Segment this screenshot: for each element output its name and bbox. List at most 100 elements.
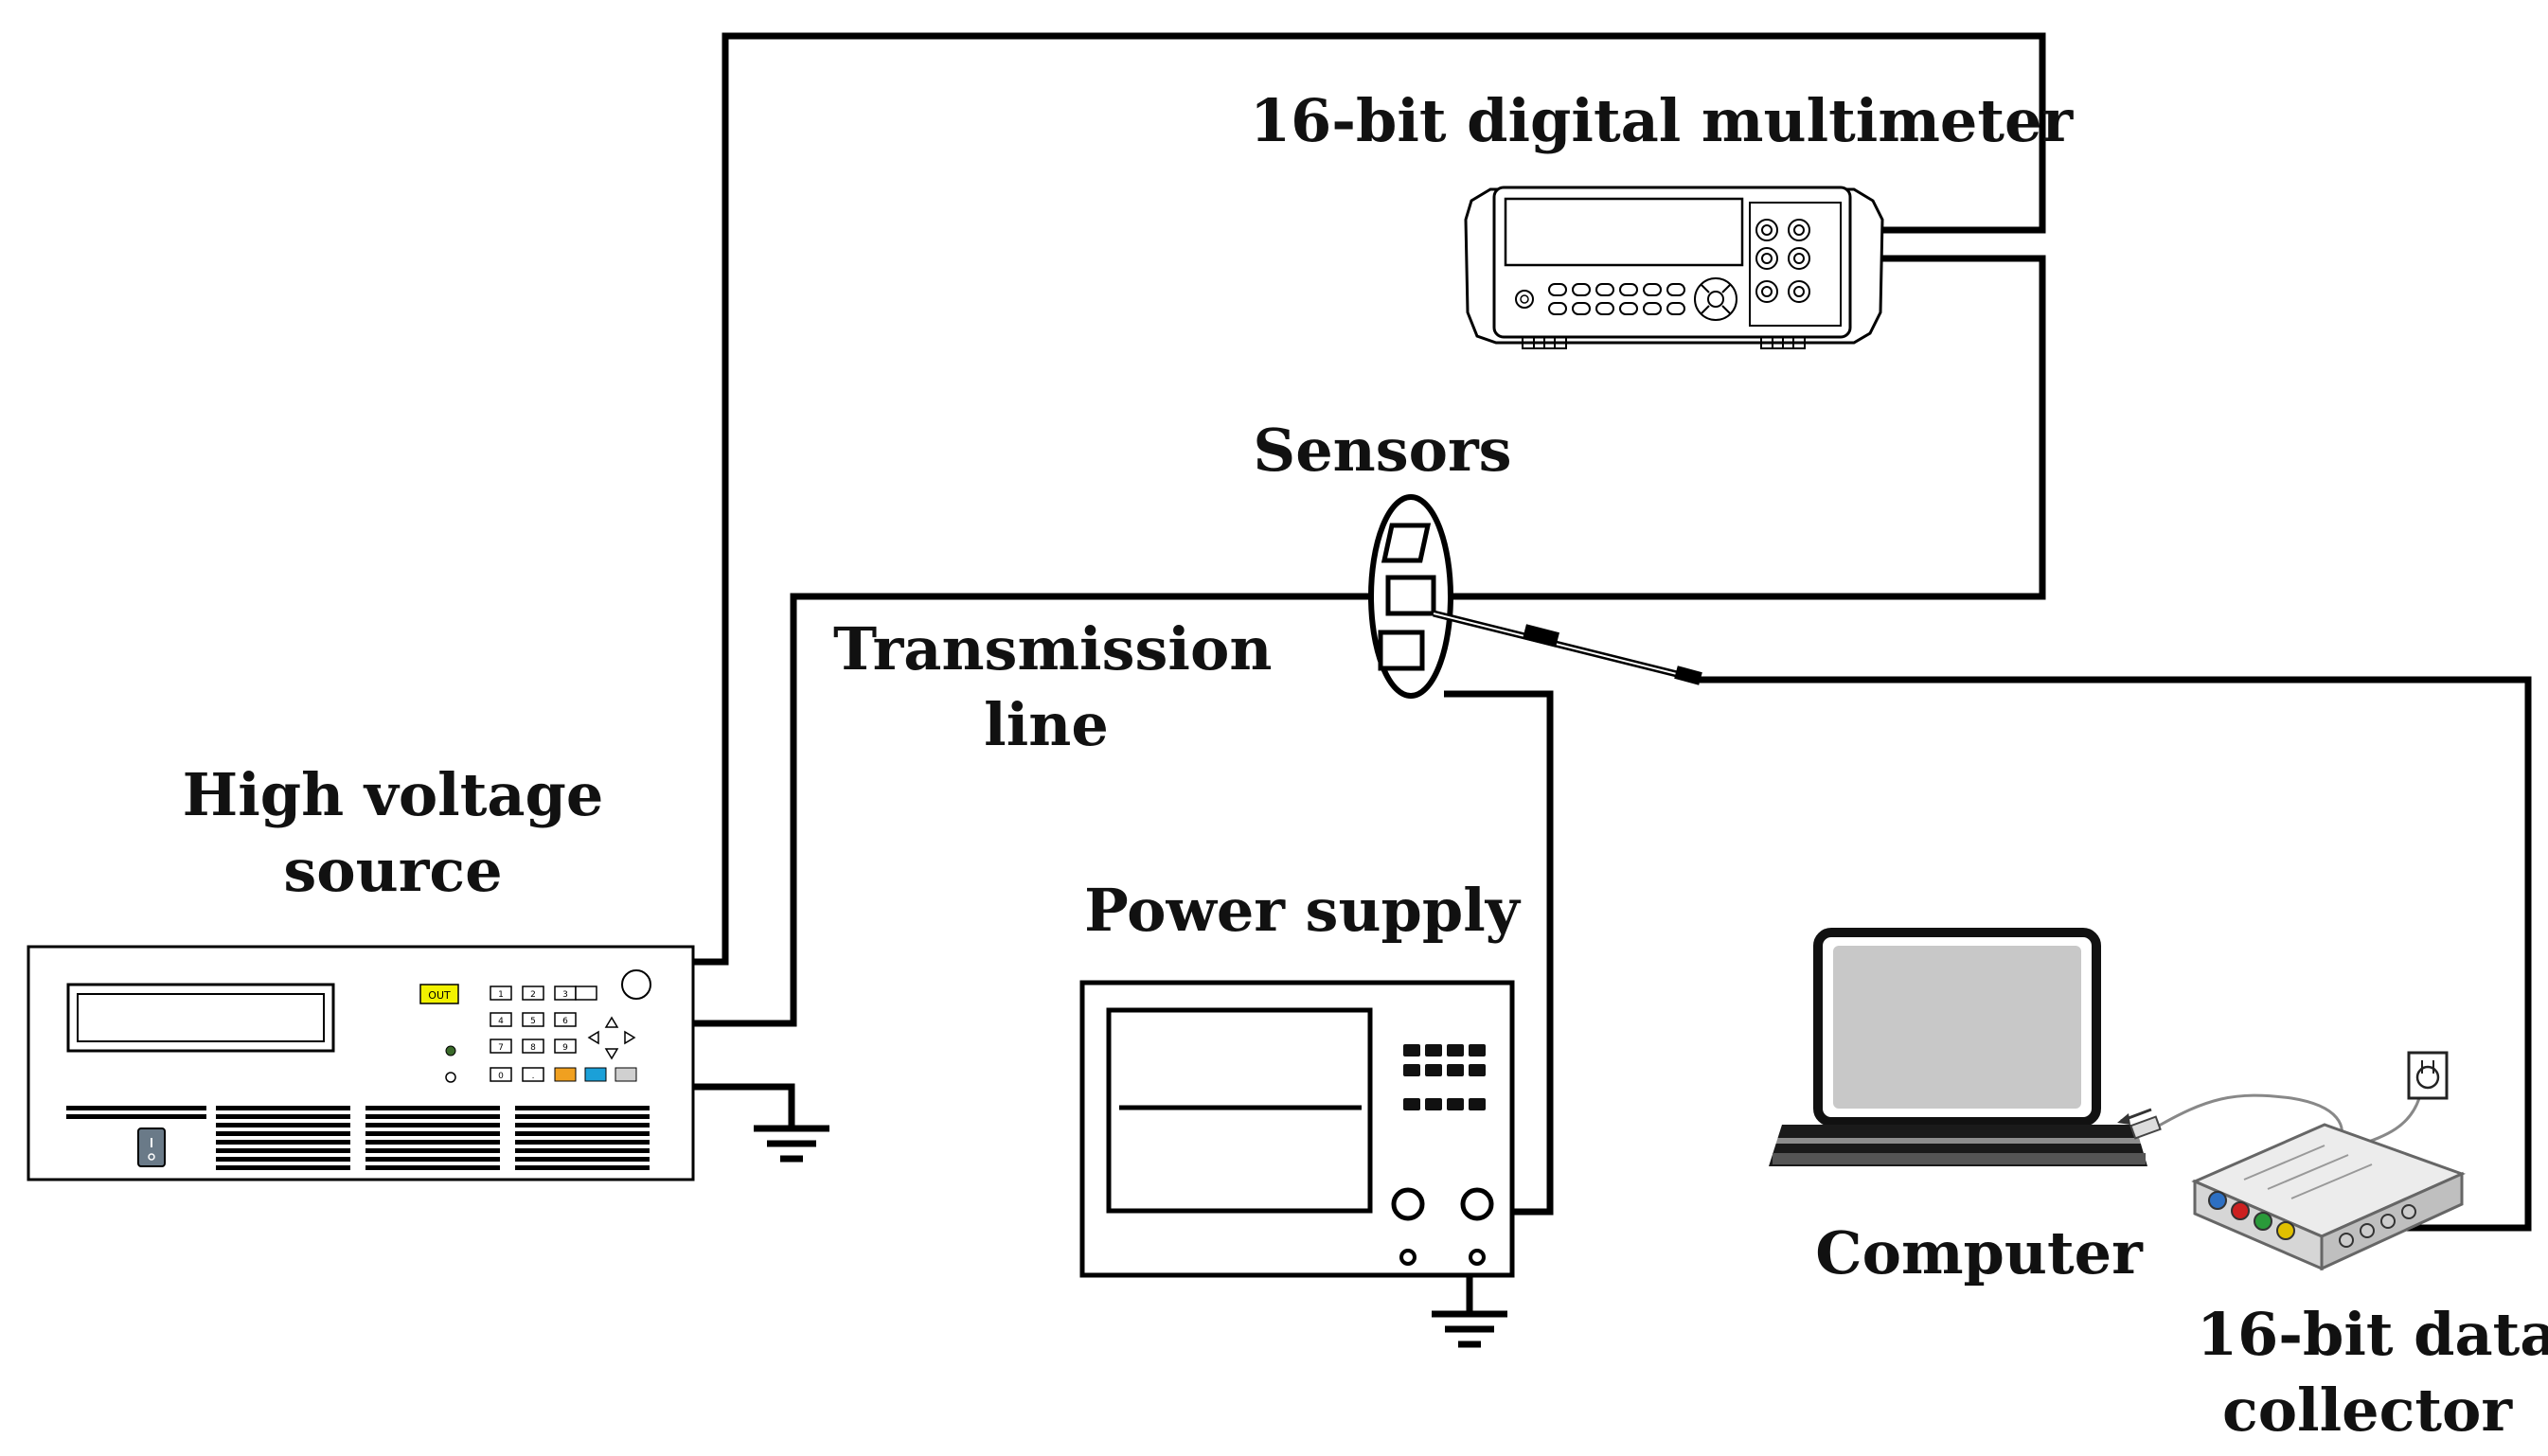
hv-vent-slot (515, 1157, 650, 1162)
power-socket (2407, 1051, 2449, 1100)
power-supply-button (1469, 1064, 1486, 1076)
hv-vent-slot (365, 1106, 500, 1110)
label-sensors-text: Sensors (1253, 416, 1512, 485)
label-power-supply: Power supply (1060, 873, 1543, 949)
label-multimeter-text: 16-bit digital multimeter (1250, 86, 2074, 155)
multimeter-button (1619, 302, 1638, 315)
hv-vent-slot (216, 1157, 350, 1162)
hv-out-label: OUT (428, 989, 451, 1002)
laptop-computer (1769, 928, 2147, 1166)
hv-vent-slot (515, 1148, 650, 1153)
power-supply-terminal-right (1460, 1187, 1494, 1221)
label-transmission-line-1: Transmission (833, 614, 1273, 684)
multimeter-button (1666, 302, 1685, 315)
power-supply-button (1447, 1064, 1464, 1076)
hv-vent-slot (515, 1165, 650, 1170)
power-supply (1079, 980, 1515, 1278)
multimeter-button (1572, 283, 1591, 296)
wire-hv-to-multimeter (693, 32, 2046, 966)
hv-key-label: 7 (498, 1043, 504, 1053)
hv-key: . (522, 1067, 544, 1082)
power-supply-buttons (1403, 1044, 1486, 1110)
hv-key: 8 (522, 1039, 544, 1054)
collector-top-detail (2243, 1145, 2373, 1199)
multimeter-button (1595, 283, 1614, 296)
hv-vent-slot (365, 1140, 500, 1145)
hv-vent-slot (365, 1131, 500, 1136)
label-hv-source-1: High voltage (182, 760, 604, 829)
hv-key: 6 (554, 1012, 577, 1027)
multimeter-buttons (1548, 283, 1685, 315)
hv-key: 7 (490, 1039, 512, 1054)
power-supply-screen (1106, 1007, 1373, 1214)
hv-vent-slot (216, 1148, 350, 1153)
hv-led-indicator-off (445, 1072, 456, 1083)
sensor-probe (1433, 610, 1702, 685)
power-supply-jack-left (1399, 1249, 1417, 1266)
sensor-element-bottom (1378, 630, 1425, 671)
hv-key: 4 (490, 1012, 512, 1027)
hv-key: 0 (490, 1067, 512, 1082)
hv-key-blue (584, 1067, 607, 1082)
power-supply-jack-right (1469, 1249, 1486, 1266)
label-sensors: Sensors (1231, 413, 1534, 488)
hv-key: 9 (554, 1039, 577, 1054)
power-supply-button (1469, 1044, 1486, 1056)
label-hv-source-2: source (283, 836, 503, 905)
hv-knob (621, 969, 651, 1000)
hv-vent-slot (216, 1165, 350, 1170)
hv-out-button (419, 984, 459, 1004)
power-supply-button (1425, 1064, 1442, 1076)
wires (693, 32, 2532, 1314)
sensor-element-middle (1385, 575, 1436, 616)
data-collector (2117, 1051, 2467, 1271)
multimeter-power-button (1515, 290, 1534, 309)
ground-symbol-hv (754, 1125, 829, 1163)
power-supply-button (1403, 1098, 1420, 1110)
usb-cable (2153, 1093, 2343, 1146)
hv-key-label: 5 (530, 1017, 536, 1026)
label-data-collector-2: collector (2221, 1376, 2513, 1445)
hv-key-label: 3 (562, 990, 568, 1000)
power-supply-button (1447, 1044, 1464, 1056)
hv-vent-slot (365, 1157, 500, 1162)
multimeter-terminals (1755, 219, 1810, 303)
label-computer: Computer (1799, 1216, 2159, 1291)
label-high-voltage-source: High voltage source (170, 757, 615, 909)
hv-key-gray (615, 1067, 637, 1082)
hv-key-label: 4 (498, 1017, 504, 1026)
hv-key: 5 (522, 1012, 544, 1027)
power-supply-button (1403, 1044, 1420, 1056)
multimeter-button (1643, 283, 1662, 296)
sensor-assembly (1368, 494, 1702, 699)
hv-key-label: 0 (498, 1072, 504, 1081)
hv-vent-slot (365, 1123, 500, 1128)
hv-vent-slot (216, 1106, 350, 1110)
power-supply-button (1425, 1044, 1442, 1056)
hv-vent-slot (365, 1165, 500, 1170)
hv-key: 3 (554, 985, 577, 1001)
power-supply-button (1425, 1098, 1442, 1110)
hv-key-label: 1 (498, 990, 504, 1000)
power-supply-terminal-left (1391, 1187, 1425, 1221)
wire-sensor-to-multimeter (1444, 255, 2046, 600)
power-supply-button (1469, 1098, 1486, 1110)
wire-hv-transmission-line (693, 593, 1375, 1027)
multimeter-button (1548, 302, 1567, 315)
hv-key-label: . (532, 1072, 535, 1081)
digital-multimeter (1464, 186, 1884, 349)
hv-key-enter (575, 985, 597, 1001)
hv-vent-slot (216, 1114, 350, 1119)
power-supply-button (1403, 1064, 1420, 1076)
hv-vent-slot (365, 1148, 500, 1153)
hv-vent-slot (515, 1114, 650, 1119)
hv-vent-slot (515, 1106, 650, 1110)
label-computer-text: Computer (1815, 1218, 2143, 1287)
sensor-element-top (1381, 523, 1432, 563)
hv-key-label: 8 (530, 1043, 536, 1053)
label-data-collector: 16-bit data collector (2197, 1297, 2548, 1448)
ground-symbol-power-supply (1432, 1310, 1507, 1348)
